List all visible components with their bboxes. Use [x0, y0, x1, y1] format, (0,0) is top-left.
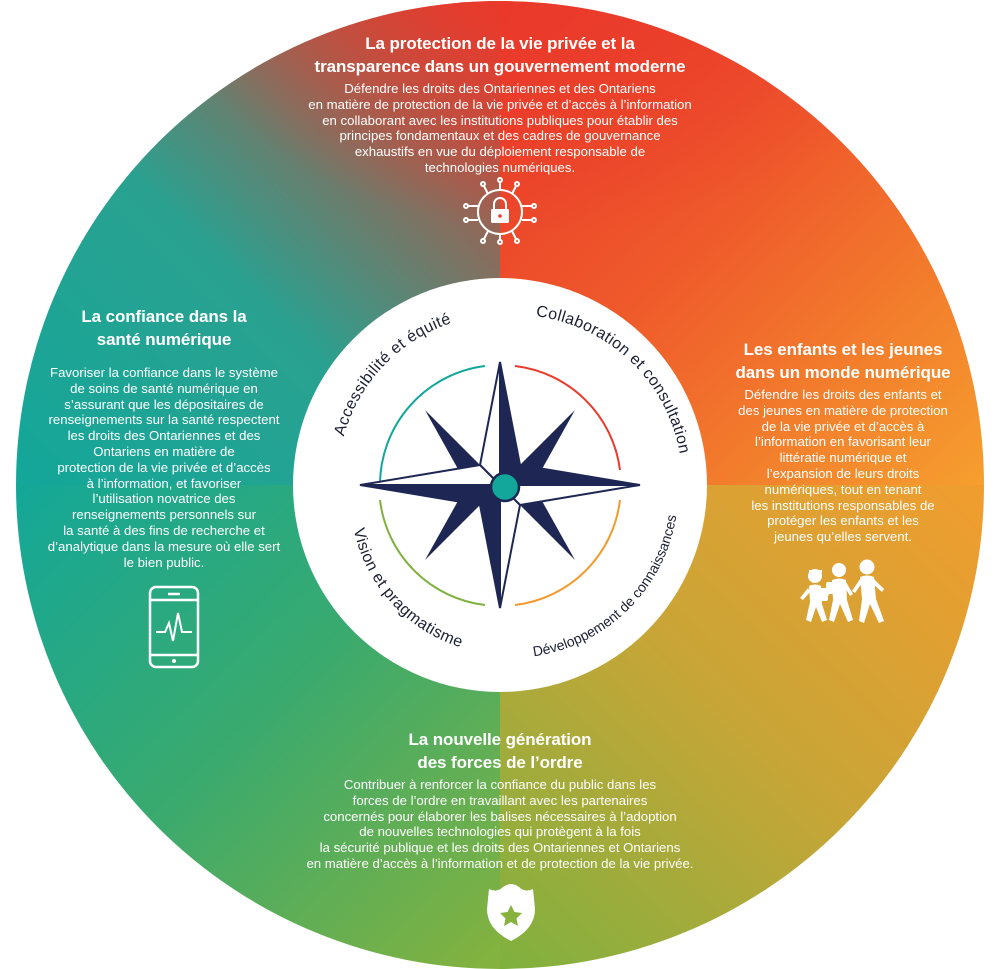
section-left-title: La confiance dans la santé numérique — [81, 307, 247, 349]
arc-green — [379, 499, 486, 606]
section-left-digital-health: La confiance dans la santé numérique Fav… — [40, 305, 288, 570]
children-walking-icon — [800, 559, 884, 623]
section-top-body: Défendre les droits des Ontariennes et d… — [308, 81, 692, 175]
section-top-title: La protection de la vie privée et la tra… — [314, 34, 686, 76]
section-top-privacy-government: La protection de la vie privée et la tra… — [270, 32, 730, 176]
section-bottom-body: Contribuer à renforcer la confiance du p… — [306, 777, 694, 871]
section-bottom-title: La nouvelle génération des forces de l’o… — [408, 730, 592, 772]
section-right-title: Les enfants et les jeunes dans un monde … — [735, 340, 951, 382]
section-right-children-youth: Les enfants et les jeunes dans un monde … — [718, 338, 968, 545]
section-right-body: Défendre les droits des enfants et des j… — [738, 387, 948, 545]
section-bottom-policing: La nouvelle génération des forces de l’o… — [260, 728, 740, 872]
section-left-body: Favoriser la confiance dans le système d… — [47, 365, 281, 570]
digital-lock-icon — [463, 177, 537, 245]
arc-teal — [379, 365, 486, 486]
police-badge-icon — [487, 884, 535, 941]
arc-orange — [514, 499, 621, 606]
smartphone-heartbeat-icon — [148, 585, 200, 669]
arc-red — [514, 365, 621, 471]
compass-rose-icon — [359, 361, 641, 609]
